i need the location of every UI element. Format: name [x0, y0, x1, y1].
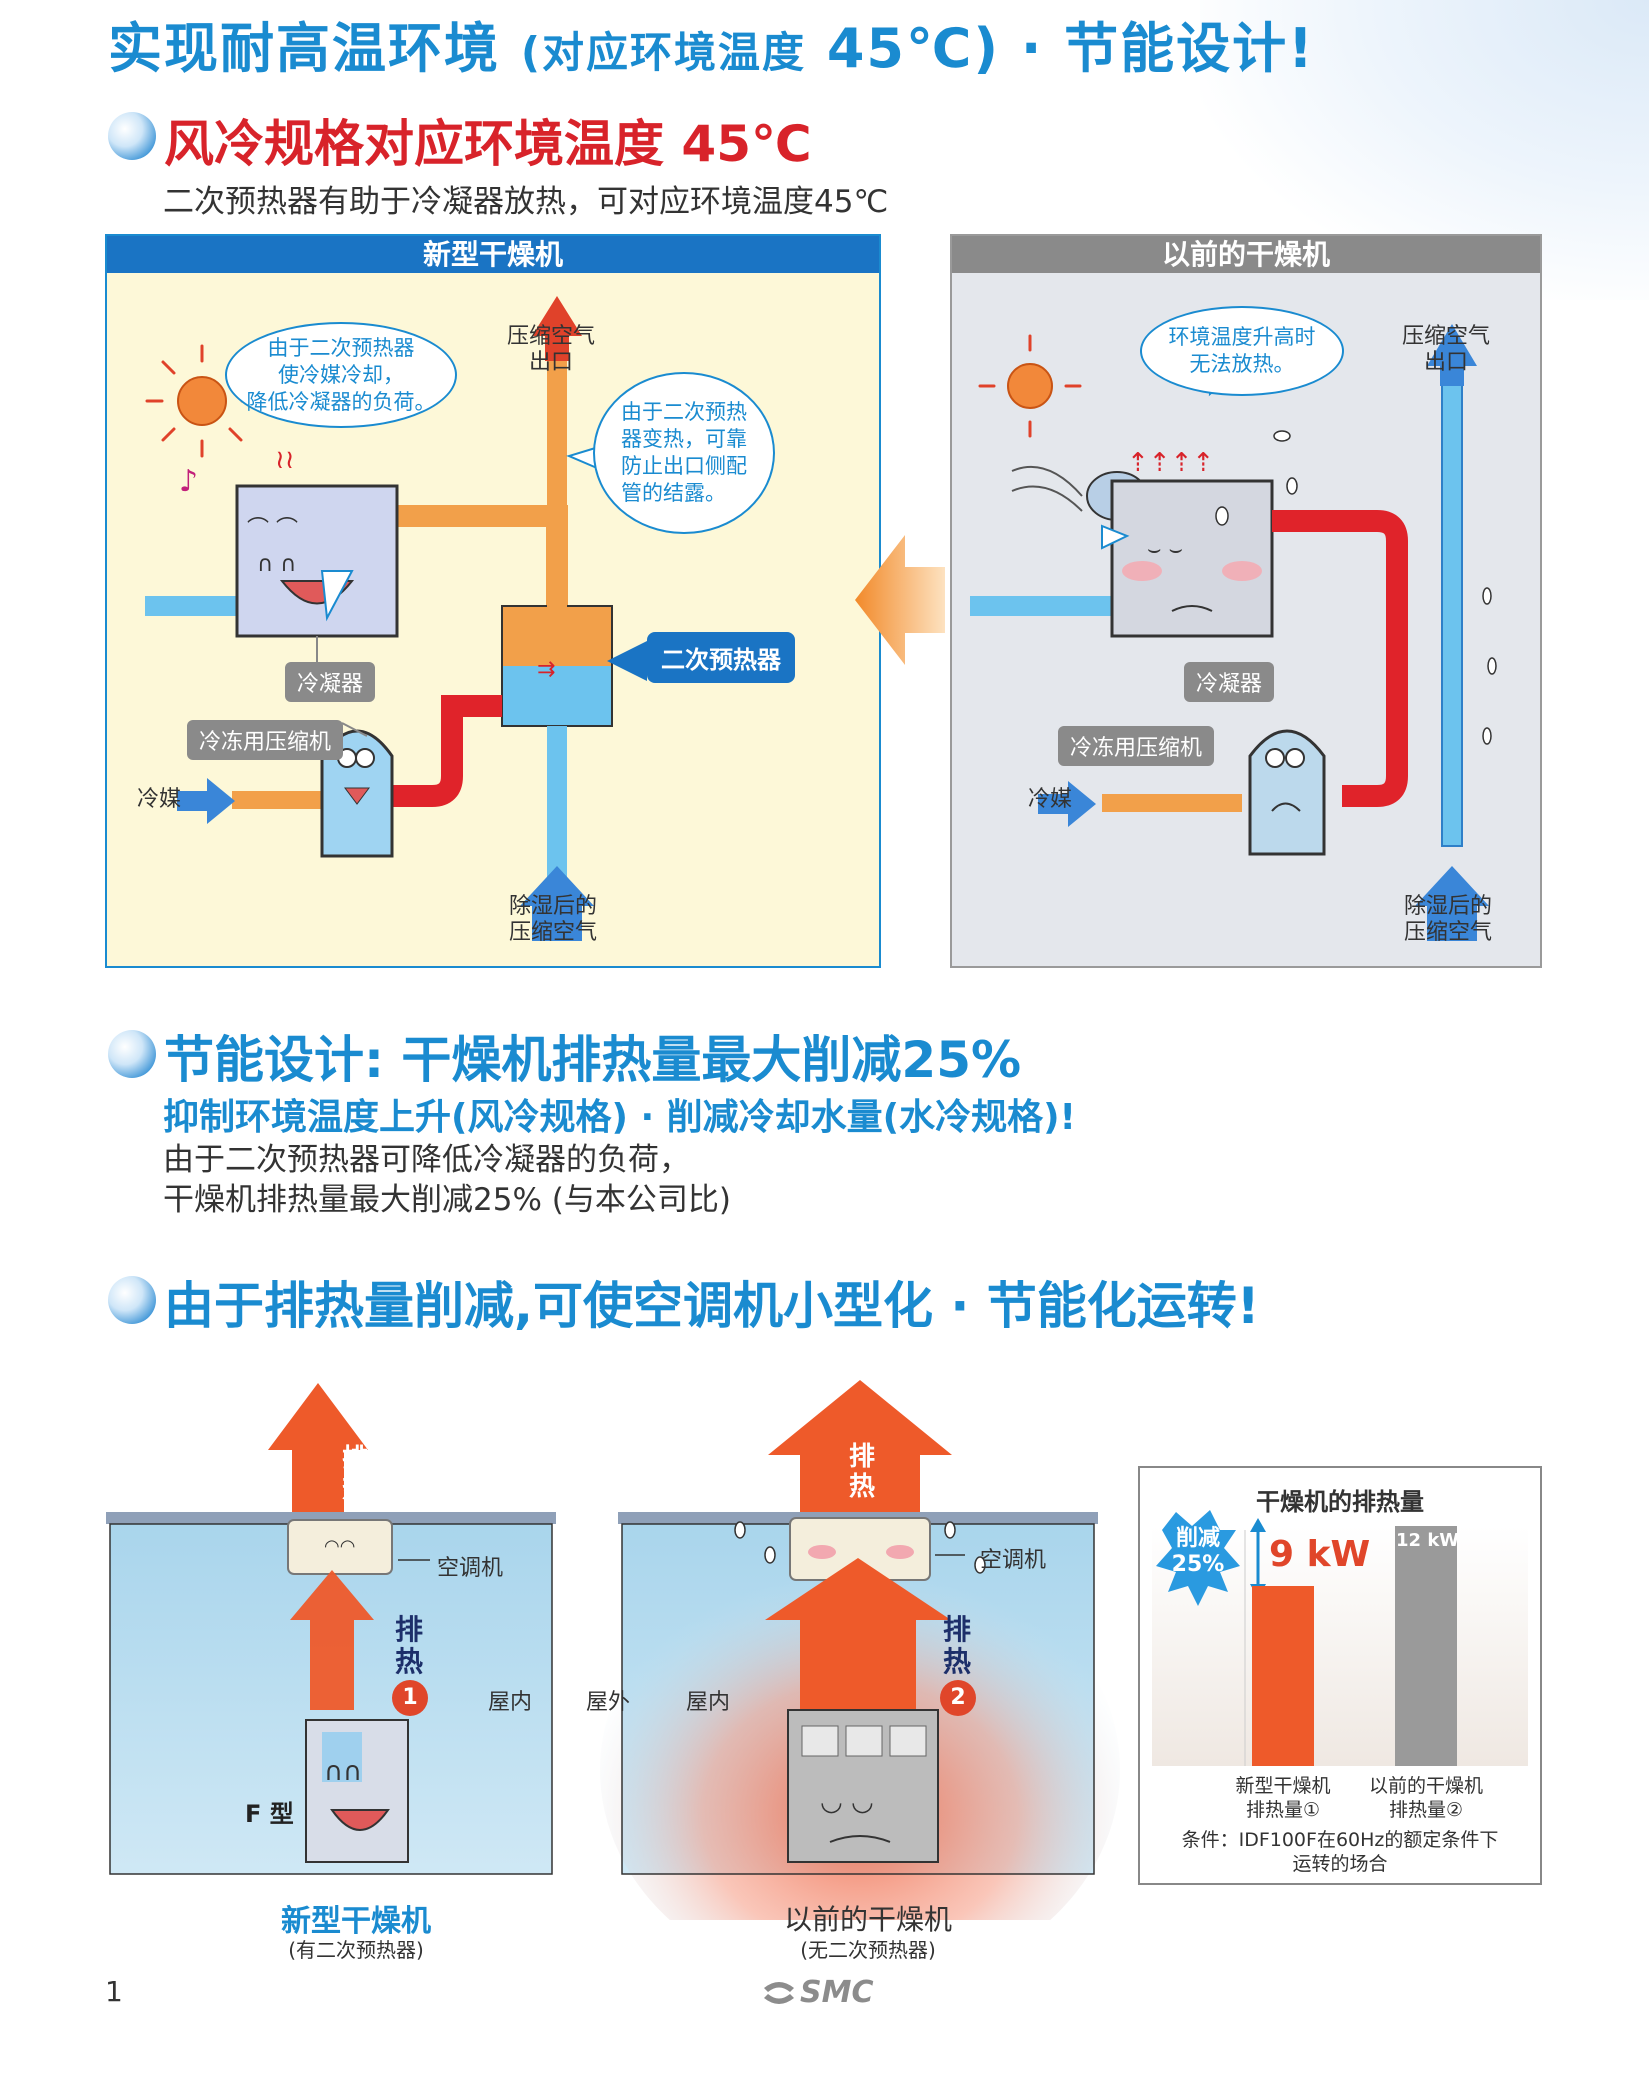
section2-heading: 节能设计: 干燥机排热量最大削减25%: [164, 1031, 1022, 1089]
svg-text:⌣ ⌣: ⌣ ⌣: [1147, 537, 1183, 562]
new-outlet-label: 压缩空气 出口: [507, 324, 596, 375]
exhaust-label-right: 排 热: [849, 1442, 876, 1502]
svg-text:∩ ∩: ∩ ∩: [257, 552, 296, 577]
badge-2: 2: [940, 1680, 976, 1716]
section1-description: 二次预热器有助于冷凝器放热，可对应环境温度45℃: [163, 184, 889, 220]
section-bullet-icon: [108, 1030, 156, 1078]
section2-subheading: 抑制环境温度上升(风冷规格) · 削减冷却水量(水冷规格)!: [163, 1097, 1076, 1138]
smc-logo: SMC: [760, 1975, 873, 2010]
room-illustration: ◠◠ ∩∩ ◡ ◡: [106, 1380, 1120, 1920]
svg-text:◡ ◡: ◡ ◡: [820, 1787, 874, 1817]
chart-category-label-2: 以前的干燥机 排热量②: [1368, 1775, 1483, 1821]
svg-text:⇡⇡⇡⇡: ⇡⇡⇡⇡: [1127, 448, 1214, 478]
svg-text:∩∩: ∩∩: [324, 1757, 362, 1787]
chart-title: 干燥机的排热量: [1256, 1488, 1424, 1516]
new-dryer-subcaption: (有二次预热器): [288, 1938, 424, 1962]
chart-category-label-1: 新型干燥机 排热量①: [1235, 1775, 1331, 1821]
ac-label-left: 空调机: [437, 1556, 504, 1581]
old-compressor-tag: 冷冻用压缩机: [1058, 726, 1215, 766]
new-dryer-diagram: ♪ ≀≀ ⌒ ⌒ ∩ ∩ ⇉: [145, 296, 647, 941]
heat-output-chart: 干燥机的排热量 削减 25% 条件：IDF100F在60Hz的额定条件下 运转的…: [1138, 1466, 1542, 1885]
new-inlet-label: 除湿后的 压缩空气: [509, 894, 598, 945]
old-refrigerant-label: 冷媒: [1028, 787, 1073, 812]
new-dryer-panel-title: 新型干燥机: [107, 236, 879, 273]
music-note-icon: ♪: [179, 464, 198, 499]
chart-value-label-1: 9 kW: [1269, 1534, 1371, 1575]
chart-bar-2: [1395, 1526, 1457, 1766]
svg-text:◠◠: ◠◠: [324, 1536, 355, 1557]
svg-text:≀≀: ≀≀: [275, 445, 295, 475]
section3-heading: 由于排热量削减,可使空调机小型化 · 节能化运转!: [164, 1277, 1260, 1335]
sun-icon: [978, 334, 1082, 438]
old-outlet-label: 压缩空气 出口: [1402, 324, 1491, 375]
inner-exhaust-label-right: 排 热: [943, 1613, 972, 1678]
section-bullet-icon: [108, 112, 156, 160]
reduction-starburst-icon: [1156, 1510, 1240, 1606]
new-refrigerant-label: 冷媒: [137, 787, 182, 812]
page-title: 实现耐高温环境 (对应环境温度 45℃) · 节能设计!: [108, 17, 1315, 80]
new-dryer-panel: 新型干燥机 ♪ ≀≀ ⌒ ⌒ ∩ ∩ ⇉: [105, 234, 881, 968]
old-dryer-caption: 以前的干燥机: [783, 1903, 952, 1936]
inner-exhaust-label-left: 排 热: [395, 1613, 424, 1678]
old-dryer-panel-title: 以前的干燥机: [952, 236, 1540, 273]
chart-plot: [1152, 1510, 1528, 1766]
new-bubble-precooling: 由于二次预热器 使冷媒冷却， 降低冷凝器的负荷。: [225, 322, 457, 428]
chart-note: 条件：IDF100F在60Hz的额定条件下 运转的场合: [1181, 1829, 1499, 1875]
new-dryer-caption: 新型干燥机: [281, 1904, 431, 1939]
old-bubble-no-heat-release: 环境温度升高时 无法放热。: [1140, 306, 1344, 396]
ac-label-right: 空调机: [980, 1548, 1047, 1573]
new-compressor-tag: 冷冻用压缩机: [187, 720, 344, 760]
new-condenser-tag: 冷凝器: [285, 662, 376, 702]
indoor-label-right: 屋内: [686, 1690, 731, 1715]
chart-bar-1: [1252, 1586, 1314, 1766]
svg-text:⌒ ⌒: ⌒ ⌒: [247, 517, 298, 542]
page-number: 1: [105, 1975, 123, 2008]
exhaust-label-left: 排 热: [342, 1444, 369, 1504]
chart-value-label-2: 12 kW: [1396, 1530, 1460, 1551]
section1-heading: 风冷规格对应环境温度 45℃: [164, 115, 812, 173]
old-dryer-subcaption: (无二次预热器): [800, 1938, 936, 1962]
svg-text:⇉: ⇉: [537, 657, 555, 682]
old-condenser-tag: 冷凝器: [1184, 662, 1275, 702]
section-bullet-icon: [108, 1276, 156, 1324]
old-dryer-panel: 以前的干燥机 ⇡⇡⇡⇡ ⌣ ⌣: [950, 234, 1542, 968]
section2-desc-line1: 由于二次预热器可降低冷凝器的负荷，: [163, 1142, 690, 1178]
reheater-tag: 二次预热器: [647, 632, 795, 683]
comparison-arrow-icon: [855, 535, 945, 665]
old-dryer-diagram: ⇡⇡⇡⇡ ⌣ ⌣: [970, 324, 1497, 941]
smc-logo-icon: [764, 1981, 794, 2004]
badge-1: 1: [392, 1680, 428, 1716]
section2-desc-line2: 干燥机排热量最大削减25% (与本公司比): [163, 1182, 731, 1218]
ftype-label: F 型: [245, 1800, 294, 1828]
new-bubble-condensation: 由于二次预热 器变热，可靠 防止出口侧配 管的结露。: [593, 372, 775, 534]
reduction-label: 削减 25%: [1171, 1526, 1225, 1577]
indoor-label-left: 屋内: [488, 1690, 533, 1715]
outdoor-label: 屋外: [586, 1690, 631, 1715]
old-inlet-label: 除湿后的 压缩空气: [1404, 894, 1493, 945]
